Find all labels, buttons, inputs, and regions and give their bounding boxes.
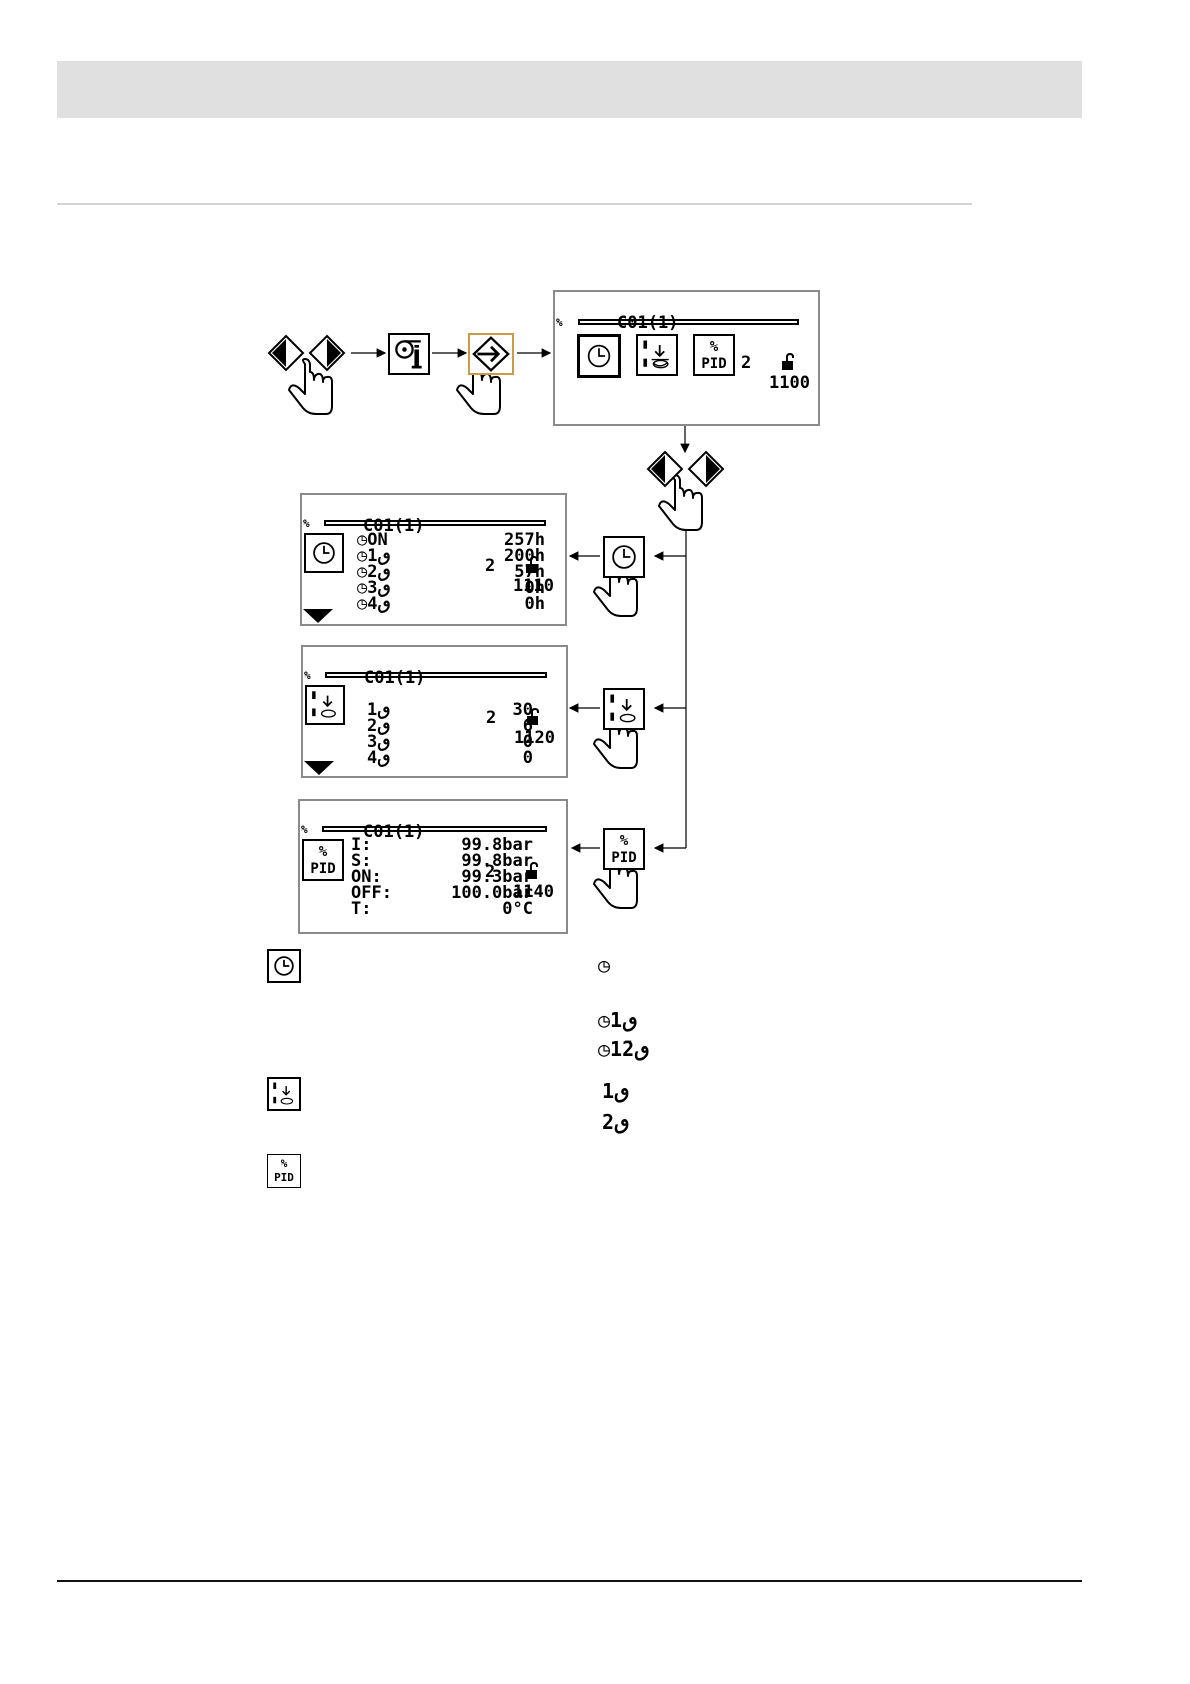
screen-code: C01(1) bbox=[364, 668, 426, 688]
screen-id: 1140 bbox=[513, 882, 554, 902]
scroll-down-icon[interactable] bbox=[304, 761, 334, 775]
progress-bar bbox=[325, 672, 547, 678]
percent-label: % bbox=[301, 823, 308, 836]
lock-icon bbox=[464, 536, 541, 599]
legend-hours-burner-1: ◷ٯ1 bbox=[598, 1008, 638, 1032]
clock-icon[interactable] bbox=[577, 334, 621, 378]
flame-icon: ٯ bbox=[377, 716, 391, 736]
list-item: I:99.8bar bbox=[351, 835, 533, 855]
clock-icon bbox=[304, 533, 344, 573]
screen-id: 1100 bbox=[769, 373, 810, 393]
progress-bar bbox=[578, 319, 799, 325]
clock-icon[interactable] bbox=[603, 536, 645, 578]
percent-label: % bbox=[303, 517, 310, 530]
top-rule bbox=[57, 203, 972, 205]
screen-id: 1110 bbox=[513, 576, 554, 596]
starts-counter-icon bbox=[305, 685, 345, 725]
lcd-screen-main: C01(1) 2 1100 % % PID bbox=[553, 290, 820, 426]
pid-icon[interactable]: % PID bbox=[693, 334, 735, 376]
enter-icon[interactable] bbox=[468, 333, 514, 375]
lock-icon bbox=[720, 333, 797, 396]
progress-bar bbox=[324, 520, 546, 526]
percent-label: % bbox=[556, 316, 563, 329]
screen-id: 1120 bbox=[514, 728, 555, 748]
pid-icon: % PID bbox=[267, 1154, 301, 1188]
list-item: ON:99.3bar bbox=[351, 867, 533, 887]
lock-icon bbox=[465, 688, 542, 751]
starts-counter-icon[interactable] bbox=[603, 688, 645, 730]
starts-counter-icon bbox=[267, 1077, 301, 1111]
legend-starts-2: ٯ2 bbox=[602, 1110, 630, 1134]
percent-label: % bbox=[304, 669, 311, 682]
flame-icon: ٯ bbox=[377, 562, 391, 582]
flame-icon: ٯ bbox=[614, 1079, 630, 1103]
lcd-screen-pid: C01(1) 2 1140 % % PID I:99.8bar S:99.8ba… bbox=[298, 799, 568, 934]
access-level: 2 bbox=[741, 353, 752, 373]
pid-icon[interactable]: % PID bbox=[603, 828, 645, 870]
clock-icon: ◷ bbox=[598, 953, 611, 977]
access-level: 2 bbox=[485, 556, 496, 576]
list-item: T:0°C bbox=[351, 899, 533, 919]
pid-icon: % PID bbox=[302, 839, 344, 881]
list-item: S:99.8bar bbox=[351, 851, 533, 871]
flame-icon: ٯ bbox=[377, 732, 391, 752]
flame-icon: ٯ bbox=[614, 1110, 630, 1134]
flame-icon: ٯ bbox=[377, 700, 391, 720]
flame-icon: ٯ bbox=[377, 546, 391, 566]
clock-icon bbox=[267, 949, 301, 983]
starts-counter-icon[interactable] bbox=[636, 334, 678, 376]
lock-icon bbox=[464, 842, 541, 905]
compressor-info-icon[interactable] bbox=[388, 333, 430, 375]
flame-icon: ٯ bbox=[622, 1008, 638, 1032]
access-level: 2 bbox=[486, 708, 497, 728]
flame-icon: ٯ bbox=[377, 748, 391, 768]
flame-icon: ٯ bbox=[377, 578, 391, 598]
legend-hours-burner-2: ◷ٯ1̄2 bbox=[598, 1037, 650, 1061]
flame-icon: ٯ bbox=[634, 1037, 650, 1061]
legend-starts-1: ٯ1 bbox=[602, 1079, 630, 1103]
bottom-rule bbox=[57, 1580, 1082, 1582]
progress-bar bbox=[322, 826, 547, 832]
access-level: 2 bbox=[485, 862, 496, 882]
list-item: OFF:100.0bar bbox=[351, 883, 533, 903]
header-bar bbox=[57, 61, 1082, 118]
scroll-down-icon[interactable] bbox=[303, 609, 333, 623]
flame-icon: ٯ bbox=[377, 594, 391, 614]
